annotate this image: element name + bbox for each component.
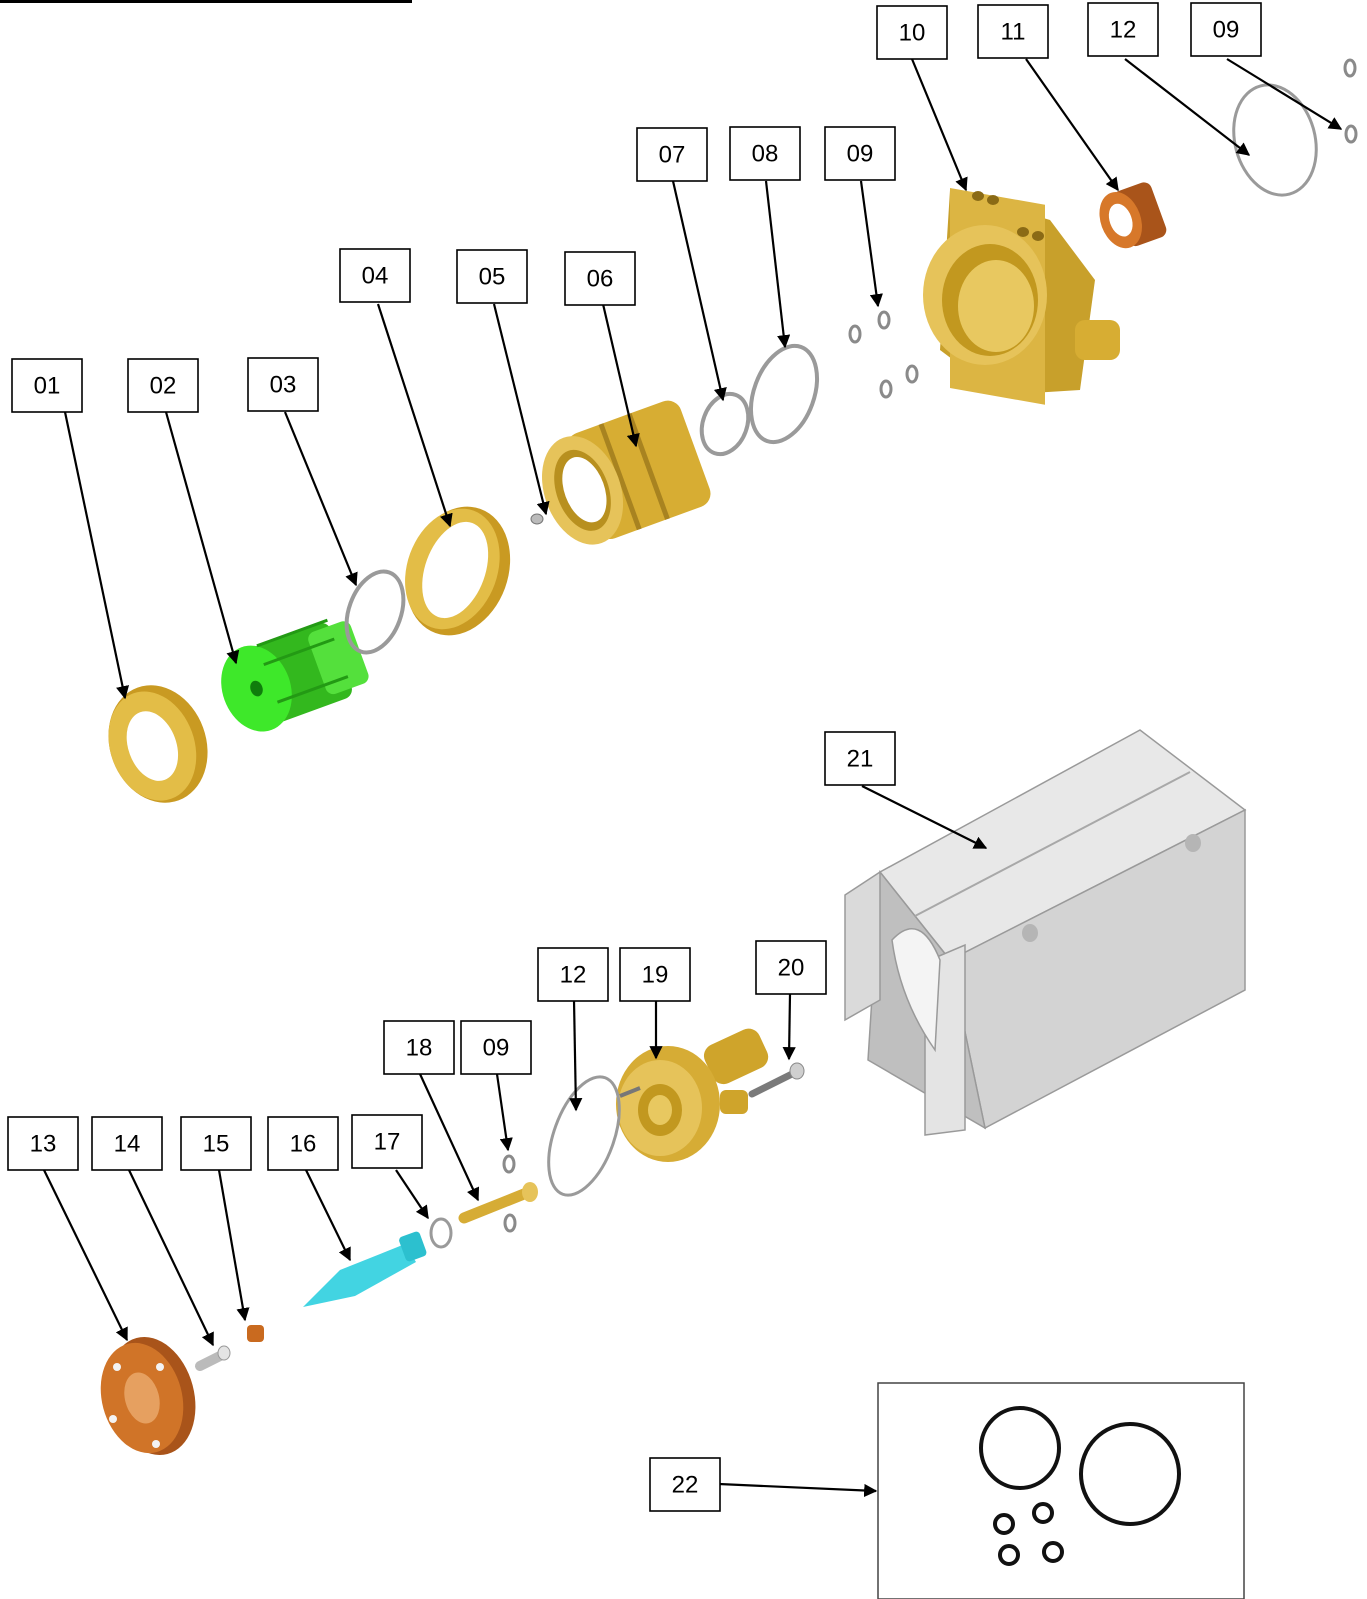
part-02-green-pinion	[221, 618, 369, 732]
part-22-seal-kit	[877, 1382, 1245, 1599]
part-06-grooved-cylinder	[542, 400, 711, 545]
part-15-copper-nut	[247, 1325, 264, 1342]
label-14: 14	[91, 1116, 163, 1171]
part-21-aluminium-block	[844, 729, 1247, 1136]
label-15: 15	[180, 1116, 252, 1171]
label-14-text: 14	[114, 1131, 141, 1158]
label-09-upper-text: 09	[847, 141, 874, 168]
part-09-small-o-rings	[848, 310, 919, 399]
part-08-o-ring	[749, 343, 819, 445]
label-12-lower-text: 12	[560, 962, 587, 989]
label-09-upper: 09	[824, 126, 896, 181]
label-04: 04	[339, 248, 411, 303]
label-19: 19	[619, 947, 691, 1002]
label-09-lower-text: 09	[483, 1035, 510, 1062]
label-01: 01	[11, 358, 83, 413]
label-10-text: 10	[899, 20, 926, 47]
part-11-copper-bushing	[1099, 182, 1167, 249]
label-11-text: 11	[1001, 19, 1026, 46]
part-09-small-o-rings-lower	[502, 1154, 517, 1233]
label-21: 21	[824, 731, 896, 786]
label-09-topright: 09	[1190, 2, 1262, 57]
label-18-text: 18	[406, 1035, 433, 1062]
label-12-upper-text: 12	[1110, 17, 1137, 44]
label-16-text: 16	[290, 1131, 317, 1158]
label-05: 05	[456, 249, 528, 304]
part-09-small-o-rings-right	[1343, 58, 1358, 144]
part-16-cyan-needle	[303, 1231, 427, 1307]
part-13-copper-flange	[100, 1337, 196, 1455]
label-03-text: 03	[270, 372, 297, 399]
label-07: 07	[636, 127, 708, 182]
label-03: 03	[247, 357, 319, 412]
label-12-upper: 12	[1087, 2, 1159, 57]
label-18: 18	[383, 1020, 455, 1075]
label-06: 06	[564, 251, 636, 306]
part-17-o-ring	[429, 1217, 453, 1249]
part-18-brass-pin	[458, 1182, 538, 1224]
label-01-text: 01	[34, 373, 61, 400]
label-16: 16	[267, 1116, 339, 1171]
part-12-o-ring-large	[1232, 83, 1318, 197]
part-12-o-ring-lower	[547, 1075, 621, 1197]
label-02-text: 02	[150, 373, 177, 400]
part-07-o-ring	[699, 391, 751, 457]
label-02: 02	[127, 358, 199, 413]
label-22-text: 22	[672, 1472, 699, 1499]
label-11: 11	[977, 4, 1049, 59]
label-17-text: 17	[374, 1129, 401, 1156]
label-13-text: 13	[30, 1131, 57, 1158]
label-06-text: 06	[587, 266, 614, 293]
label-15-text: 15	[203, 1131, 230, 1158]
header-rule	[0, 0, 412, 3]
label-22: 22	[649, 1457, 721, 1512]
label-12-lower: 12	[537, 947, 609, 1002]
label-09-topright-text: 09	[1213, 17, 1240, 44]
label-04-text: 04	[362, 263, 389, 290]
label-09-lower: 09	[460, 1020, 532, 1075]
part-05-ball	[530, 513, 544, 525]
label-20-text: 20	[778, 955, 805, 982]
label-13: 13	[7, 1116, 79, 1171]
part-04-brass-ring	[405, 506, 511, 636]
part-03-o-ring	[344, 569, 406, 655]
label-08: 08	[729, 126, 801, 181]
leader-lines	[43, 58, 1343, 1498]
part-01-brass-ring	[108, 685, 208, 803]
label-17: 17	[351, 1114, 423, 1169]
part-10-brass-housing	[923, 187, 1120, 405]
label-10: 10	[876, 5, 948, 60]
label-19-text: 19	[642, 962, 669, 989]
part-19-brass-fitting	[616, 1028, 769, 1162]
part-14-screw	[195, 1345, 231, 1371]
label-07-text: 07	[659, 142, 686, 169]
label-21-text: 21	[847, 746, 874, 773]
label-08-text: 08	[752, 141, 779, 168]
label-20: 20	[755, 940, 827, 995]
label-05-text: 05	[479, 264, 506, 291]
part-20-screw	[748, 1062, 805, 1098]
